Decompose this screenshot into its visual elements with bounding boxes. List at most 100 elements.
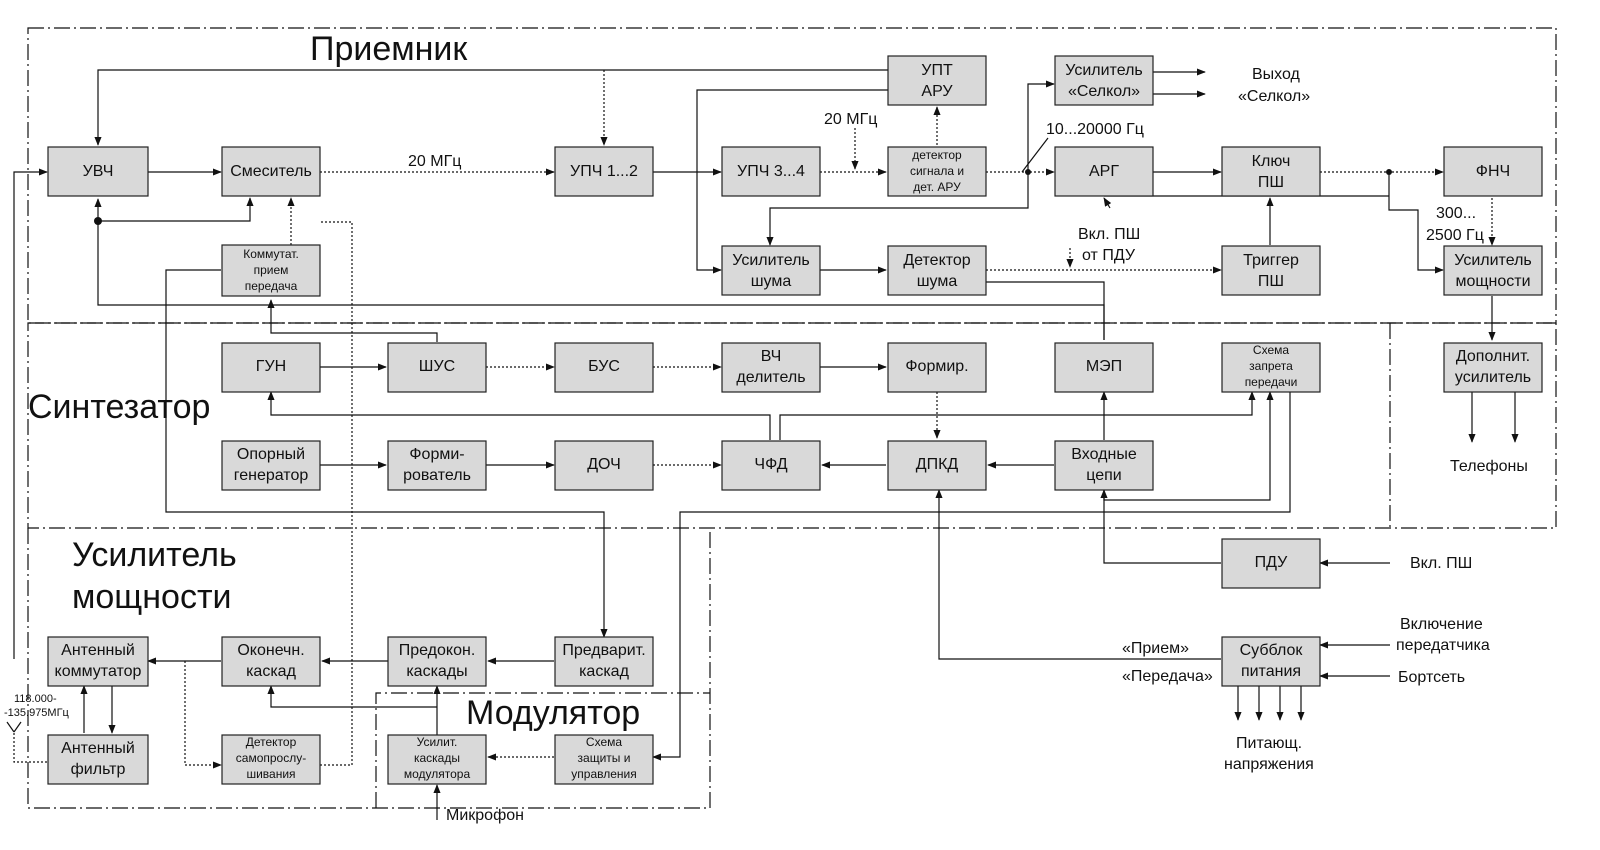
block-mep: МЭП	[1054, 342, 1154, 393]
block-upch12: УПЧ 1...2	[554, 146, 654, 197]
block-dpkd: ДПКД	[887, 440, 987, 491]
block-mod-amp: Усилит. каскады модулятора	[387, 734, 487, 785]
block-selkol-amp: Усилитель«Селкол»	[1054, 55, 1154, 106]
svg-text:УПЧ 1...2: УПЧ 1...2	[570, 163, 638, 180]
label-board-net: Бортсеть	[1398, 669, 1465, 686]
svg-text:Схема: Схема	[586, 735, 622, 749]
svg-text:Субблок: Субблок	[1240, 642, 1304, 659]
block-final: Оконечн.каскад	[221, 636, 321, 687]
svg-text:Триггер: Триггер	[1243, 252, 1299, 269]
svg-text:модулятора: модулятора	[404, 767, 471, 781]
svg-text:АРГ: АРГ	[1089, 163, 1119, 180]
svg-text:управления: управления	[571, 767, 636, 781]
svg-text:Форми-: Форми-	[409, 446, 464, 463]
svg-text:ДПКД: ДПКД	[916, 456, 959, 473]
svg-text:запрета: запрета	[1249, 359, 1293, 373]
label-output: Выход	[1252, 66, 1301, 83]
block-upch34: УПЧ 3...4	[721, 146, 821, 197]
svg-text:рователь: рователь	[403, 467, 471, 484]
svg-text:Антенный: Антенный	[61, 740, 135, 757]
svg-text:усилитель: усилитель	[1455, 369, 1531, 386]
label-transmitter: передатчика	[1396, 637, 1490, 654]
label-supply-1: Питающ.	[1236, 735, 1302, 752]
label-tx: «Передача»	[1122, 668, 1213, 685]
label-selkol: «Селкол»	[1238, 88, 1310, 105]
svg-text:коммутатор: коммутатор	[55, 663, 142, 680]
block-uvch: УВЧ	[47, 146, 149, 197]
free-labels: 20 МГц 20 МГц 10...20000 Гц Выход «Селко…	[4, 66, 1528, 824]
block-ant-switch: Антенный коммутатор	[47, 636, 149, 687]
svg-text:ШУС: ШУС	[419, 358, 455, 375]
section-title-synth: Синтезатор	[28, 388, 210, 426]
svg-text:каскады: каскады	[406, 663, 467, 680]
svg-text:шума: шума	[917, 273, 958, 290]
section-title-receiver: Приемник	[310, 30, 468, 68]
block-psu: Субблок питания	[1221, 636, 1321, 687]
svg-text:УПТ: УПТ	[921, 62, 953, 79]
svg-text:передачи: передачи	[1245, 375, 1298, 389]
svg-text:Ключ: Ключ	[1252, 153, 1291, 170]
label-300: 300...	[1436, 205, 1476, 222]
svg-text:Усилитель: Усилитель	[732, 252, 810, 269]
svg-text:Усилитель: Усилитель	[1454, 252, 1532, 269]
svg-text:передача: передача	[245, 279, 298, 293]
block-gun: ГУН	[221, 342, 321, 393]
block-shaper: Форми-рователь	[387, 440, 487, 491]
svg-text:УПЧ 3...4: УПЧ 3...4	[737, 163, 805, 180]
svg-text:МЭП: МЭП	[1086, 358, 1122, 375]
svg-text:прием: прием	[254, 263, 289, 277]
svg-text:ВЧ: ВЧ	[761, 348, 782, 365]
svg-text:мощности: мощности	[1455, 273, 1530, 290]
label-supply-2: напряжения	[1224, 756, 1314, 773]
section-title-modulator: Модулятор	[466, 694, 640, 732]
label-rx: «Прием»	[1122, 640, 1189, 657]
svg-text:БУС: БУС	[588, 358, 620, 375]
svg-text:сигнала и: сигнала и	[910, 164, 964, 178]
svg-text:ЧФД: ЧФД	[754, 456, 787, 473]
block-chfd: ЧФД	[721, 440, 821, 491]
svg-text:ПДУ: ПДУ	[1255, 554, 1289, 571]
svg-text:Детектор: Детектор	[903, 252, 970, 269]
block-noise-det: Детектор шума	[887, 245, 987, 296]
svg-text:ФНЧ: ФНЧ	[1476, 163, 1510, 180]
svg-text:Формир.: Формир.	[905, 358, 968, 375]
label-tx-on: Включение	[1400, 616, 1483, 633]
block-fnch: ФНЧ	[1443, 146, 1543, 197]
block-kommut: Коммутат. прием передача	[221, 244, 321, 297]
svg-text:Коммутат.: Коммутат.	[243, 247, 299, 261]
label-20mhz-b: 20 МГц	[824, 111, 877, 128]
block-add-amp: Дополнит. усилитель	[1443, 342, 1543, 393]
svg-text:Усилит.: Усилит.	[417, 735, 458, 749]
svg-text:цепи: цепи	[1086, 467, 1121, 484]
label-20mhz-a: 20 МГц	[408, 153, 461, 170]
svg-text:ПШ: ПШ	[1258, 174, 1284, 191]
label-vkl-psh-input: Вкл. ПШ	[1410, 555, 1472, 572]
svg-text:ГУН: ГУН	[256, 358, 286, 375]
svg-text:каскады: каскады	[414, 751, 460, 765]
svg-text:самопрослу-: самопрослу-	[236, 751, 306, 765]
label-10-20000hz: 10...20000 Гц	[1046, 121, 1144, 138]
svg-text:Детектор: Детектор	[246, 735, 297, 749]
svg-text:каскад: каскад	[579, 663, 630, 680]
svg-text:АРУ: АРУ	[921, 83, 953, 100]
block-shus: ШУС	[387, 342, 487, 393]
svg-text:генератор: генератор	[234, 467, 309, 484]
svg-text:Дополнит.: Дополнит.	[1456, 348, 1530, 365]
block-pdu: ПДУ	[1221, 538, 1321, 589]
svg-text:питания: питания	[1241, 663, 1301, 680]
block-bus: БУС	[554, 342, 654, 393]
svg-text:Антенный: Антенный	[61, 642, 135, 659]
svg-text:Усилитель: Усилитель	[1065, 62, 1143, 79]
svg-text:защиты и: защиты и	[578, 751, 631, 765]
svg-text:дет. АРУ: дет. АРУ	[913, 180, 961, 194]
svg-text:каскад: каскад	[246, 663, 297, 680]
